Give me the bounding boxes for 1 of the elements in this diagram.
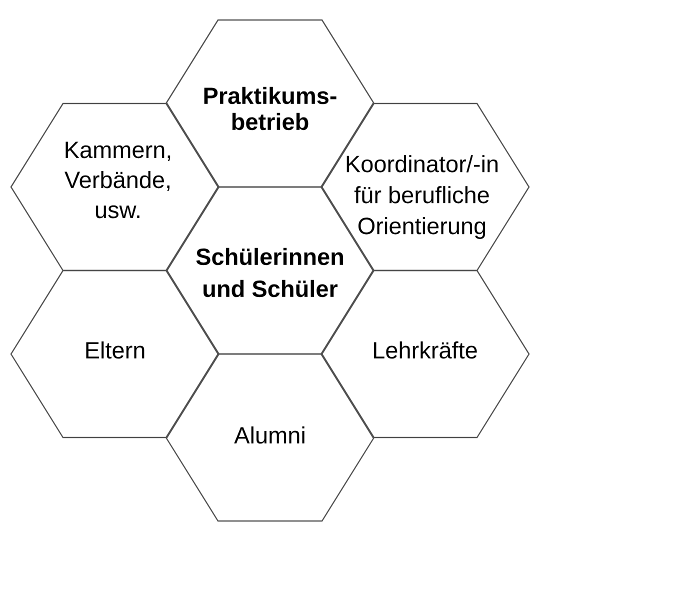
hexagon: Alumni: [165, 353, 375, 522]
